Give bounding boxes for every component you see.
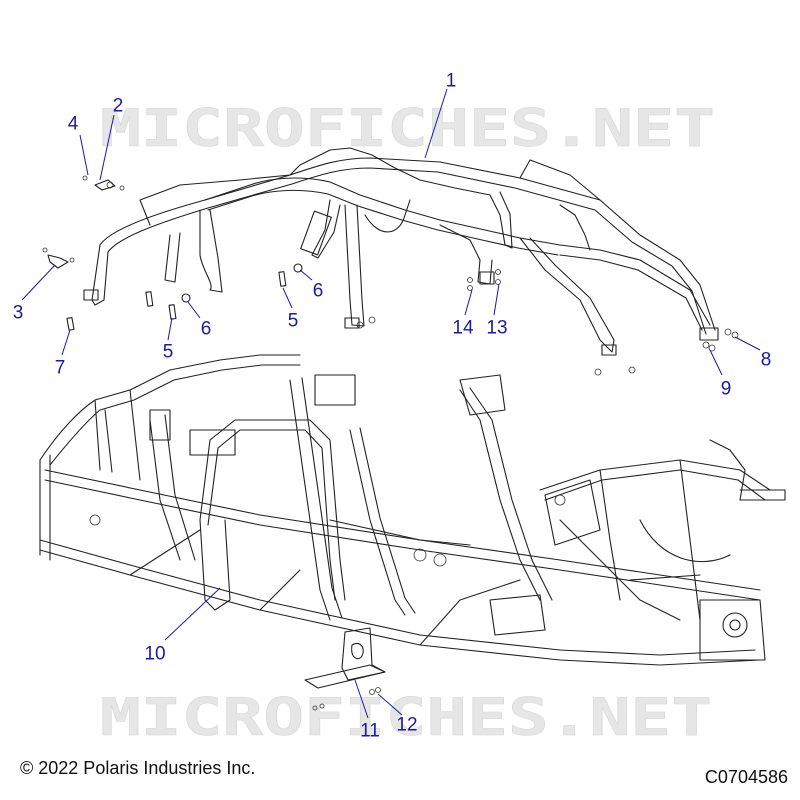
callout-2[interactable]: 2	[112, 95, 124, 117]
callout-5-center[interactable]: 5	[287, 310, 299, 332]
callout-11[interactable]: 11	[360, 720, 380, 742]
callout-9[interactable]: 9	[720, 378, 732, 400]
callout-1-roll-cage[interactable]: 1	[445, 70, 457, 92]
leader-lines	[21, 88, 761, 719]
figure-code: C0704586	[704, 767, 788, 787]
callout-6-left[interactable]: 6	[200, 318, 212, 340]
watermark-bottom: MICROFICHES.NET	[100, 688, 712, 748]
callout-12[interactable]: 12	[396, 714, 418, 736]
callout-10-chassis[interactable]: 10	[144, 643, 166, 665]
chassis-drawing	[39, 354, 786, 666]
callout-6-center[interactable]: 6	[312, 280, 324, 302]
watermark-top: MICROFICHES.NET	[100, 99, 715, 159]
bracket-drawing	[304, 627, 386, 689]
copyright-text: © 2022 Polaris Industries Inc.	[20, 758, 256, 778]
callout-7[interactable]: 7	[54, 357, 66, 379]
watermark-group: MICROFICHES.NET MICROFICHES.NET	[100, 99, 716, 749]
callout-8[interactable]: 8	[760, 349, 772, 371]
callout-3[interactable]: 3	[12, 302, 24, 324]
hardware-drawing	[42, 175, 739, 711]
callout-14[interactable]: 14	[452, 317, 474, 339]
callout-4[interactable]: 4	[67, 113, 79, 135]
roll-cage-drawing	[83, 147, 719, 356]
callout-5-left[interactable]: 5	[162, 341, 174, 363]
callout-13[interactable]: 13	[486, 317, 508, 339]
